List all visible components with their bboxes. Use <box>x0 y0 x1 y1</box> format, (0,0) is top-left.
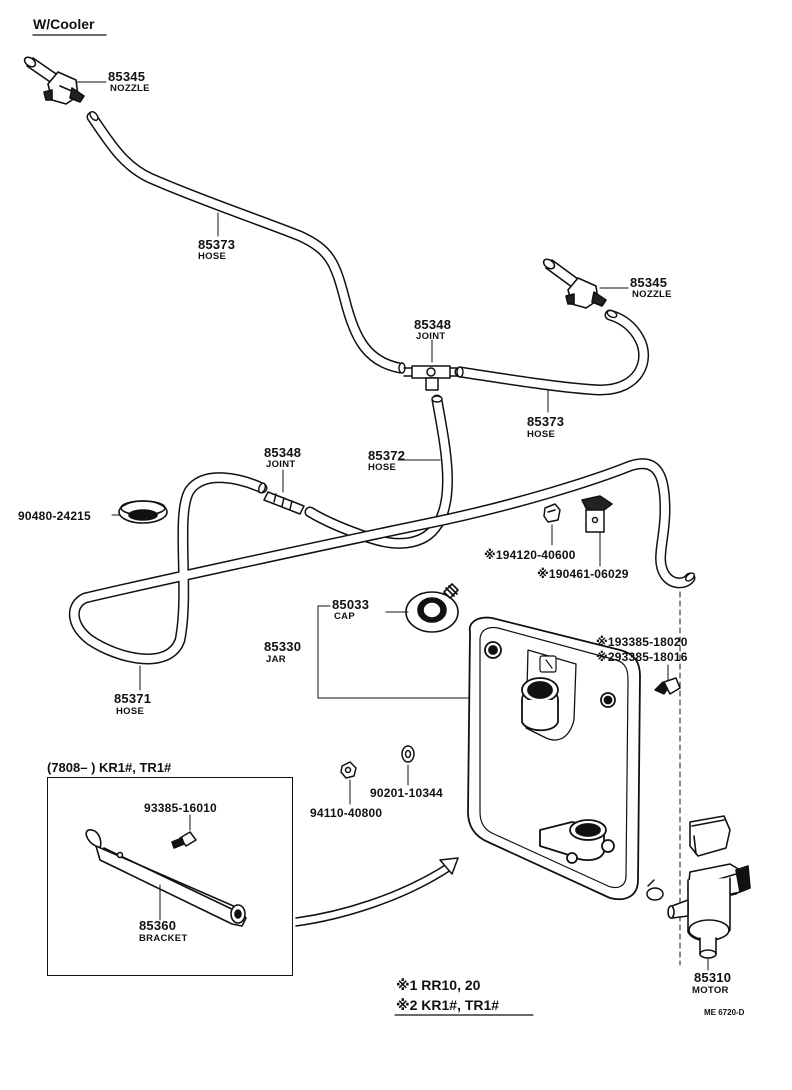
nozzle-left-icon <box>23 56 85 105</box>
hose-middle-number: 85372 <box>368 448 406 463</box>
hose-long <box>68 458 696 665</box>
hose-upper-right-number: 85373 <box>527 414 565 429</box>
screw-2-number: ※293385-18016 <box>596 650 688 664</box>
hose-middle-name: HOSE <box>368 462 397 473</box>
cap-number: 85033 <box>332 597 370 612</box>
nut-jar-number: 94110-40800 <box>310 806 383 820</box>
nut-small-icon <box>543 503 561 523</box>
inset-bracket-name: BRACKET <box>139 933 188 944</box>
joint-lower-number: 85348 <box>264 445 302 460</box>
washer-number: 90201-10344 <box>370 786 443 800</box>
jar-number: 85330 <box>264 639 302 654</box>
screw-jar-icon <box>654 677 681 695</box>
joint-upper-number: 85348 <box>414 317 452 332</box>
clamp-icon <box>646 879 664 901</box>
nozzle-right-name: NOZZLE <box>632 289 672 300</box>
screw-1-number: ※193385-18020 <box>596 635 688 649</box>
header-title: W/Cooler <box>33 16 95 32</box>
motor-icon <box>667 815 751 959</box>
drawing-code: ME 6720-D <box>704 1008 745 1017</box>
grommet-number: 90480-24215 <box>18 509 91 523</box>
joint-upper-icon <box>403 365 459 391</box>
cap-icon <box>405 583 459 633</box>
inset-bracket-number: 85360 <box>139 918 177 933</box>
hose-long-name: HOSE <box>116 706 145 717</box>
inset-box <box>47 777 293 976</box>
washer-icon <box>401 745 415 763</box>
motor-name: MOTOR <box>692 985 729 996</box>
cap-name: CAP <box>334 611 355 622</box>
joint-lower-name: JOINT <box>266 459 296 470</box>
arrow-icon <box>295 857 459 927</box>
inset-range-label: (7808– ) KR1#, TR1# <box>47 760 172 775</box>
nut-small-number: ※194120-40600 <box>484 548 576 562</box>
nozzle-left-name: NOZZLE <box>110 83 150 94</box>
motor-number: 85310 <box>694 970 732 985</box>
hose-middle <box>304 394 453 549</box>
nozzle-right-number: 85345 <box>630 275 668 290</box>
joint-lower-icon <box>263 491 305 515</box>
hose-long-number: 85371 <box>114 691 152 706</box>
nozzle-right-icon <box>542 258 607 309</box>
nozzle-left-number: 85345 <box>108 69 146 84</box>
bracket-clip-icon <box>581 495 613 533</box>
bracket-icon <box>85 829 247 927</box>
hose-upper-left-name: HOSE <box>198 251 227 262</box>
note-2: ※2 KR1#, TR1# <box>396 997 500 1013</box>
bracket-clip-number: ※190461-06029 <box>537 567 629 581</box>
hose-upper-left-number: 85373 <box>198 237 236 252</box>
nut-jar-icon <box>340 761 357 779</box>
inset-screw-icon <box>171 831 197 849</box>
hose-upper-right-name: HOSE <box>527 429 556 440</box>
grommet-icon <box>118 500 168 524</box>
inset-screw-number: 93385-16010 <box>144 801 217 815</box>
jar-name: JAR <box>266 654 286 665</box>
hose-upper-right <box>454 309 650 396</box>
jar-icon <box>467 616 641 901</box>
hose-upper-left <box>86 111 406 374</box>
joint-upper-name: JOINT <box>416 331 446 342</box>
note-1: ※1 RR10, 20 <box>396 977 481 993</box>
